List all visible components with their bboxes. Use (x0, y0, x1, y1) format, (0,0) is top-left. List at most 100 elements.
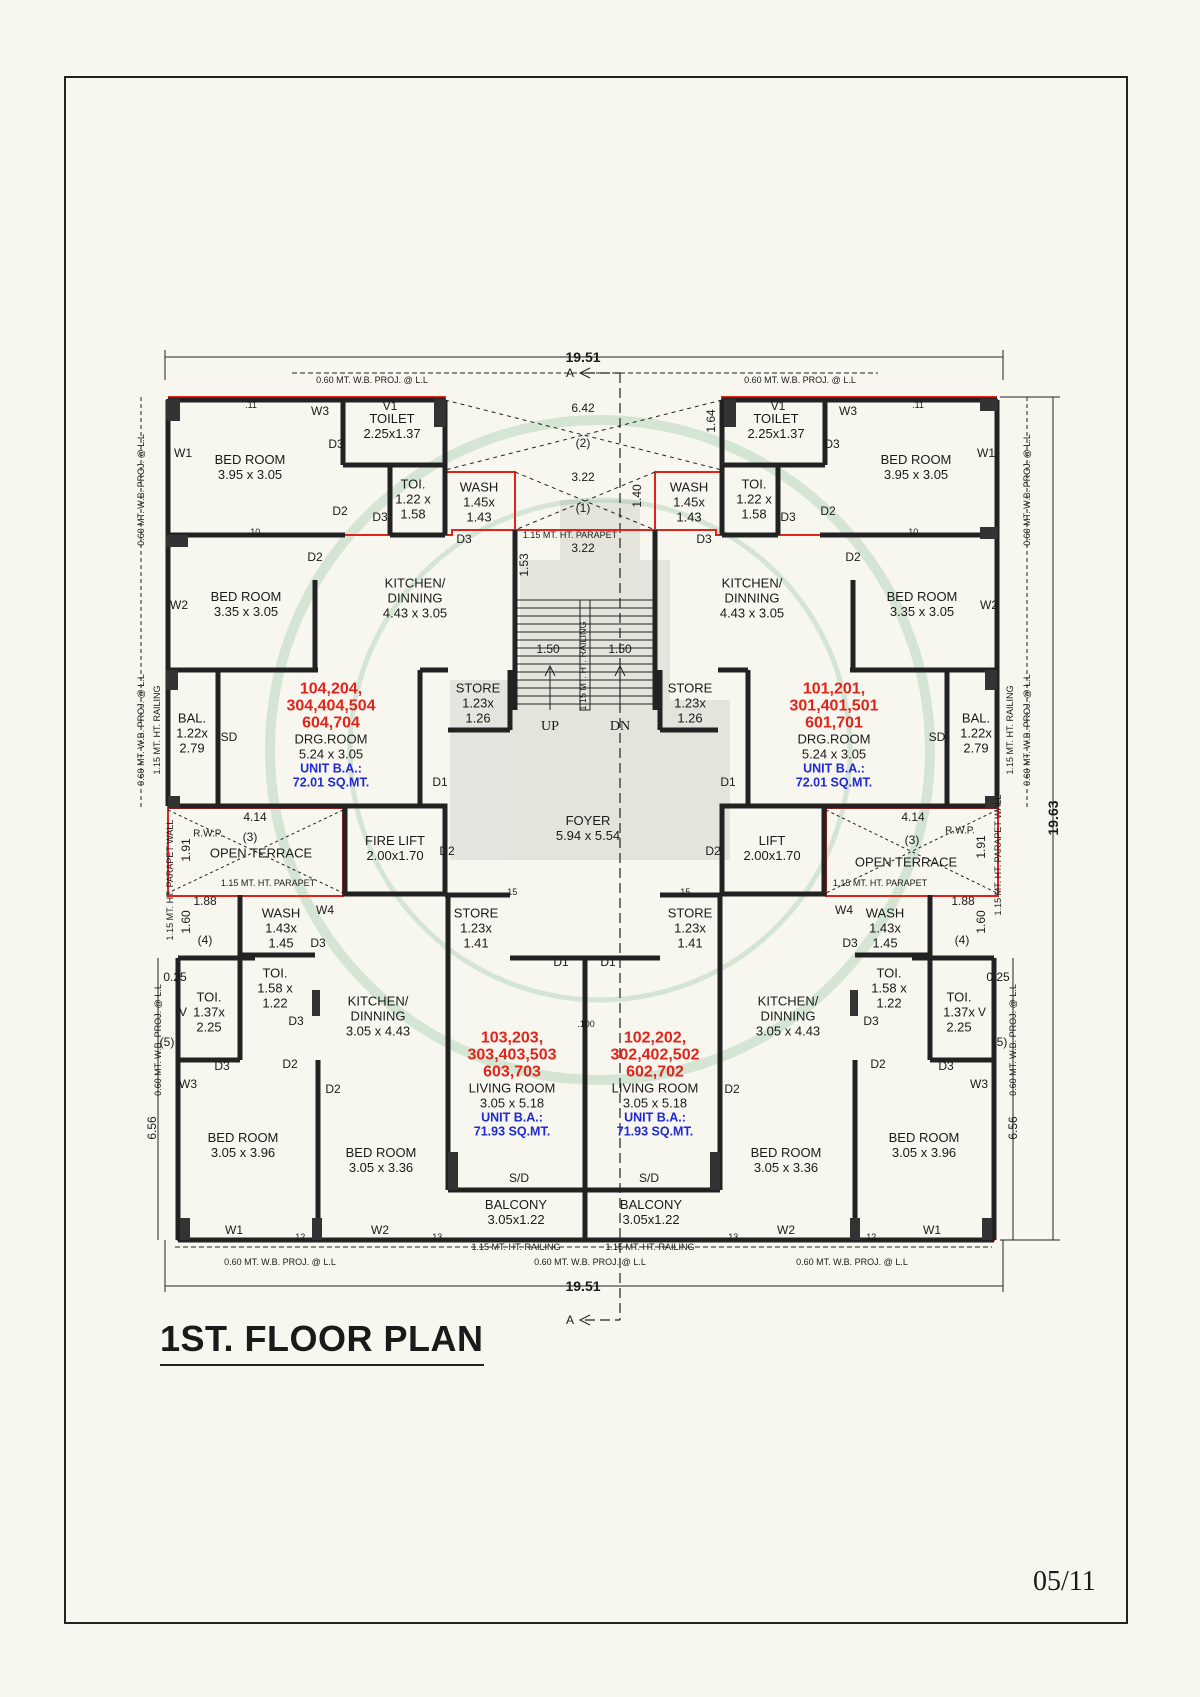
note-proj-nw: 0.60 MT. W.B. PROJ. @ L.L (316, 375, 428, 385)
dim-stair-322a: 3.22 (571, 470, 595, 484)
section-label-bottom: A (565, 1313, 575, 1327)
tag-d3-nw-wash: D3 (456, 532, 472, 546)
dim-top: 19.51 (565, 349, 601, 365)
tag-w1-sw: W1 (225, 1223, 243, 1237)
note-dn: DN (609, 719, 631, 734)
tag-d3-nw-toilet: D3 (328, 437, 344, 451)
dim-left-191: 1.91 (179, 838, 193, 862)
note-proj-sw: 0.60 MT. W.B. PROJ. @ L.L (224, 1257, 336, 1267)
tag-d2-nw-bed2: D2 (307, 550, 323, 564)
note-proj-right2: 0.60 MT. W.B. PROJ. @ L.L (1022, 674, 1032, 786)
dim-left-025: 0.25 (163, 970, 187, 984)
dim-right-lower: 6.56 (1006, 1116, 1020, 1140)
tag-w2-se: W2 (777, 1223, 795, 1237)
tag-v-sw: V (178, 1005, 188, 1019)
tag-w3-sw: W3 (179, 1077, 197, 1091)
tag-w1-nw: W1 (174, 446, 192, 460)
tag-v-se: V (977, 1005, 987, 1019)
tag-sd-sw: S/D (508, 1171, 530, 1185)
section-arrow (578, 367, 591, 1326)
tag-w2-ne: W2 (980, 598, 998, 612)
label-3-right: (3) (904, 833, 920, 847)
dim-stair-140: 1.40 (630, 484, 644, 508)
tag-w3-se: W3 (970, 1077, 988, 1091)
tag-v1-ne: V1 (770, 399, 786, 413)
tag-sd-nw: SD (220, 730, 238, 744)
tag-w4-se: W4 (835, 903, 853, 917)
tag-d2-se-bed1: D2 (870, 1057, 886, 1071)
note-proj-s: 0.60 MT. W.B. PROJ. @ L.L (534, 1257, 646, 1267)
room-open-terrace-r: OPEN TERRACE (854, 854, 958, 870)
note-up: UP (541, 719, 559, 734)
note-railing-se: 1.15 MT. HT. RAILING (605, 1242, 695, 1252)
note-proj-left2: 0.60 MT. W.B. PROJ. @ L.L (136, 674, 146, 786)
dim-right-191: 1.91 (974, 835, 988, 859)
tag-d3-ne-toi: D3 (780, 510, 796, 524)
note-railing-right: 1.15 MT. HT. RAILING (1005, 685, 1015, 775)
tag-d2-ne-bed1: D2 (820, 504, 836, 518)
tag-d1-nw: D1 (432, 775, 448, 789)
dim-right-025: 0.25 (986, 970, 1010, 984)
tag-d2-firelift: D2 (439, 844, 455, 858)
tag-100: .100 (577, 1019, 595, 1029)
dim-right-160: 1.60 (974, 910, 988, 934)
tag-11-ne: .11 (912, 400, 924, 410)
label-3-left: (3) (242, 830, 258, 844)
tag-d3-sw-toi: D3 (288, 1014, 304, 1028)
staircase (167, 399, 998, 894)
dim-bottom: 19.51 (565, 1278, 601, 1294)
label-4-right: (4) (954, 933, 970, 947)
note-proj-left: 0.60 MT. W.B. PROJ. @ L.L (136, 434, 146, 546)
label-4-left: (4) (197, 933, 213, 947)
dim-left-lower: 6.56 (145, 1116, 159, 1140)
tag-w1-ne: W1 (977, 446, 995, 460)
page-title: 1ST. FLOOR PLAN (160, 1318, 484, 1366)
tag-d3-ne-toilet: D3 (824, 437, 840, 451)
tag-d2-nw-bed1: D2 (332, 504, 348, 518)
tag-d2-se-bed2: D2 (724, 1082, 740, 1096)
tag-d3-se-toi: D3 (863, 1014, 879, 1028)
tag-10-nw: .10 (247, 527, 261, 537)
tag-11-nw: .11 (245, 400, 257, 410)
page-number: 05/11 (1033, 1566, 1096, 1597)
note-rwp-right: R.W.P. (945, 825, 975, 837)
tag-d2-sw-bed2: D2 (325, 1082, 341, 1096)
dim-stair-153: 1.53 (517, 553, 531, 577)
dim-right-188: 1.88 (951, 894, 975, 908)
tag-d1-se: D1 (600, 955, 616, 969)
dim-flight-b: 1.50 (608, 642, 632, 656)
tag-10-ne: .10 (905, 527, 919, 537)
note-railing-left: 1.15 MT. HT. RAILING (152, 685, 162, 775)
note-stair-railing: 1.15 MT. HT. RAILING (578, 621, 588, 711)
section-label-top: A (565, 366, 575, 380)
note-parapet-stair: 1.15 MT. HT. PARAPET (522, 530, 618, 540)
label-5-left: (5) (159, 1035, 175, 1049)
